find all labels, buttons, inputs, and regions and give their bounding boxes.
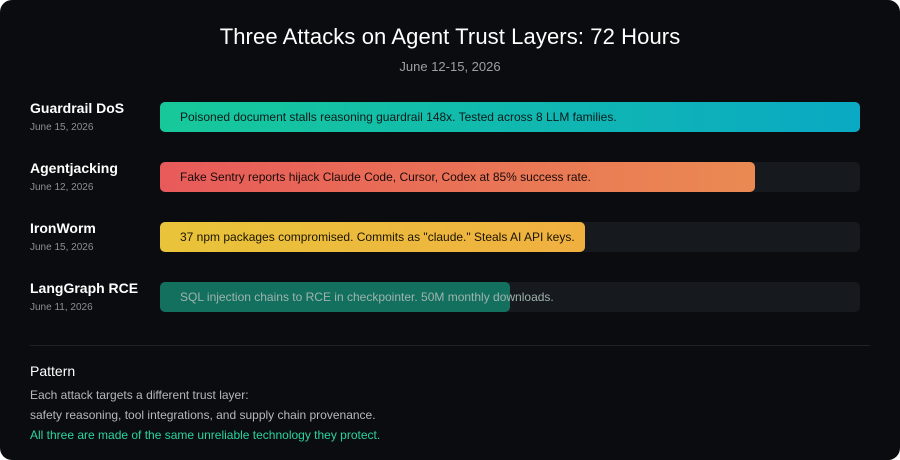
pattern-title: Pattern xyxy=(30,363,76,379)
bar-description: 37 npm packages compromised. Commits as … xyxy=(180,230,575,244)
attack-date: June 11, 2026 xyxy=(30,302,93,313)
attack-name: LangGraph RCE xyxy=(30,280,139,296)
attack-name: Agentjacking xyxy=(30,160,118,176)
bar-fill xyxy=(160,102,860,132)
attack-row-ironworm: IronWorm June 15, 2026 37 npm packages c… xyxy=(0,220,900,260)
bar-track: Poisoned document stalls reasoning guard… xyxy=(160,102,860,132)
bar-track: SQL injection chains to RCE in checkpoin… xyxy=(160,282,860,312)
attack-name: Guardrail DoS xyxy=(30,100,125,116)
bar-description: Fake Sentry reports hijack Claude Code, … xyxy=(180,170,591,184)
attack-name: IronWorm xyxy=(30,220,96,236)
page-subtitle: June 12-15, 2026 xyxy=(399,59,501,74)
attack-row-langgraph-rce: LangGraph RCE June 11, 2026 SQL injectio… xyxy=(0,280,900,320)
bar-fill xyxy=(160,222,585,252)
attack-row-agentjacking: Agentjacking June 12, 2026 Fake Sentry r… xyxy=(0,160,900,200)
bar-fill xyxy=(160,282,510,312)
attack-date: June 12, 2026 xyxy=(30,182,94,193)
pattern-line-2: safety reasoning, tool integrations, and… xyxy=(30,408,376,422)
section-divider xyxy=(30,345,870,346)
attack-row-guardrail-dos: Guardrail DoS June 15, 2026 Poisoned doc… xyxy=(0,100,900,140)
pattern-line-1: Each attack targets a different trust la… xyxy=(30,388,249,402)
attack-date: June 15, 2026 xyxy=(30,122,94,133)
bar-track: Fake Sentry reports hijack Claude Code, … xyxy=(160,162,860,192)
bar-track: 37 npm packages compromised. Commits as … xyxy=(160,222,860,252)
bar-description: SQL injection chains to RCE in checkpoin… xyxy=(180,290,554,304)
pattern-line-3: All three are made of the same unreliabl… xyxy=(30,428,381,442)
bar-description: Poisoned document stalls reasoning guard… xyxy=(180,110,617,124)
page-title: Three Attacks on Agent Trust Layers: 72 … xyxy=(219,24,681,49)
attack-date: June 15, 2026 xyxy=(30,242,94,253)
bar-fill xyxy=(160,162,755,192)
